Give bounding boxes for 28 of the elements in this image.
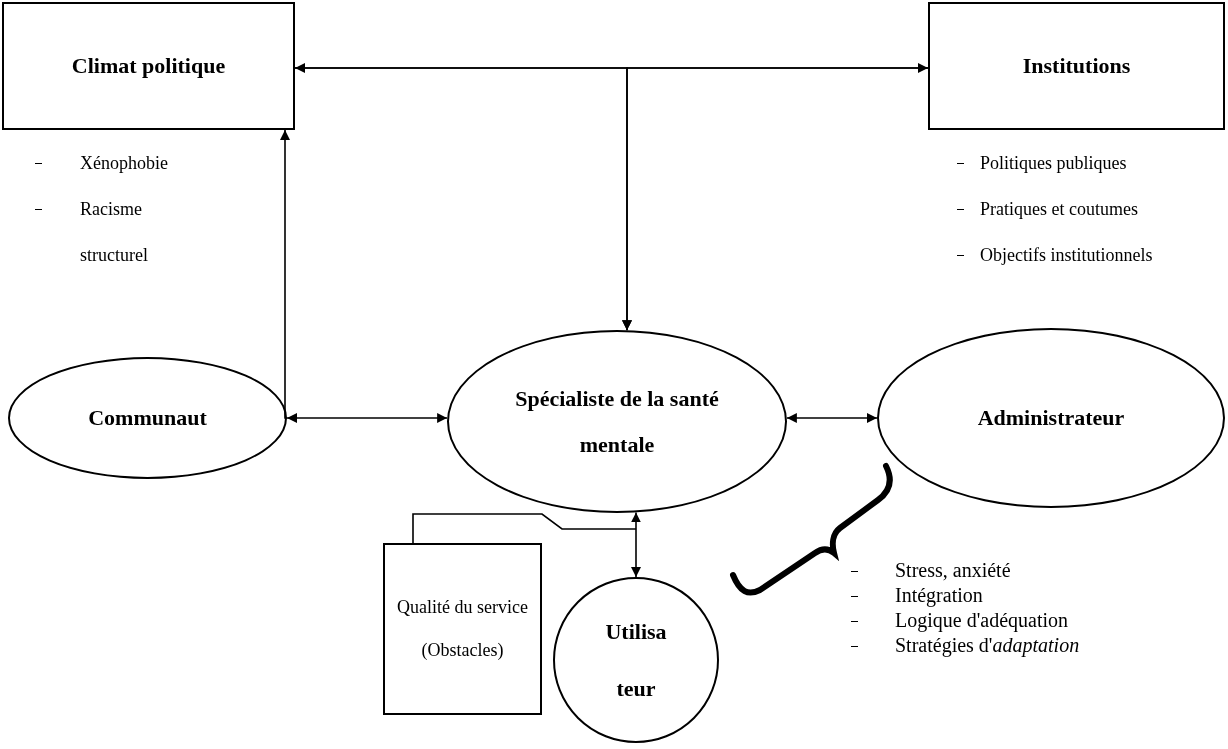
node-label: Communaut (88, 403, 207, 432)
concept-ellipse (8, 357, 287, 479)
node-label: Climat politique (71, 51, 226, 80)
node-label: Utilisa teur (604, 617, 668, 703)
arrow (622, 67, 929, 331)
concept-ellipse (447, 330, 787, 513)
double-arrow (286, 413, 448, 423)
list-item: Intégration (895, 583, 984, 608)
concept-box (383, 543, 542, 715)
list-item: Xénophobie (80, 152, 169, 175)
list-item: Pratiques et coutumes (980, 198, 1139, 221)
list-item: Logique d'adéquation (895, 608, 1069, 633)
list-item: Racisme structurel (80, 198, 149, 267)
node-label: Qualité du service (Obstacles) (396, 595, 529, 662)
list-item: Politiques publiques (980, 152, 1128, 175)
node-label: Administrateur (977, 403, 1125, 432)
list-item: Stress, anxiété (895, 558, 1012, 583)
double-arrow (631, 511, 641, 578)
concept-ellipse (877, 328, 1225, 508)
double-arrow (786, 413, 878, 423)
node-label: Institutions (1022, 51, 1131, 80)
concept-box (928, 2, 1225, 130)
concept-box (2, 2, 295, 130)
leader-line (412, 513, 637, 544)
concept-ellipse (553, 577, 719, 743)
list-item: Objectifs institutionnels (980, 244, 1154, 267)
node-label: Spécialiste de la santé mentale (514, 385, 720, 459)
list-item: Stratégies d'adaptation (895, 633, 1081, 658)
